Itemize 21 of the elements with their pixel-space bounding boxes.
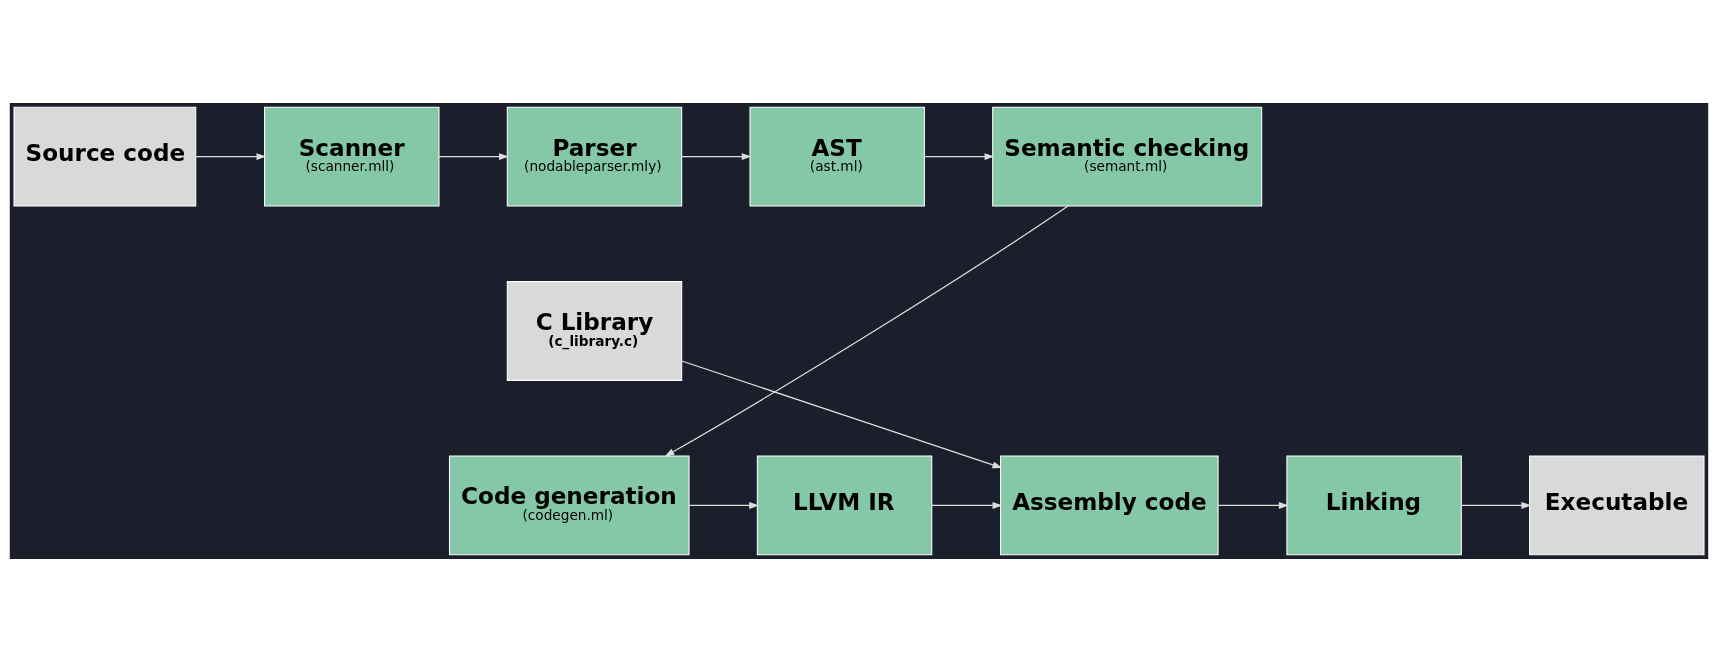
node-box: AST (ast.ml) bbox=[748, 106, 925, 206]
arrow bbox=[1460, 501, 1531, 509]
node-box: Semantic checking (semant.ml) bbox=[991, 106, 1262, 206]
arrow bbox=[194, 152, 266, 160]
node-box: Assembly code bbox=[999, 455, 1219, 555]
arrow bbox=[680, 359, 1002, 468]
arrow bbox=[664, 204, 1069, 457]
node-box: Scanner (scanner.mll) bbox=[263, 106, 439, 206]
arrow bbox=[688, 501, 759, 509]
arrow bbox=[437, 152, 509, 160]
node-box: Linking bbox=[1285, 455, 1462, 555]
node-box: Executable bbox=[1528, 455, 1705, 555]
node-box: C Library (c_library.c) bbox=[506, 280, 682, 381]
arrow bbox=[930, 501, 1002, 509]
arrow bbox=[1217, 501, 1289, 509]
node-box: LLVM IR bbox=[756, 455, 932, 555]
node-box: Code generation (codegen.ml) bbox=[448, 455, 690, 555]
arrow bbox=[923, 152, 994, 160]
node-box: Source code bbox=[12, 106, 196, 206]
arrow bbox=[680, 152, 752, 160]
node-box: Parser (nodableparser.mly) bbox=[506, 106, 682, 206]
